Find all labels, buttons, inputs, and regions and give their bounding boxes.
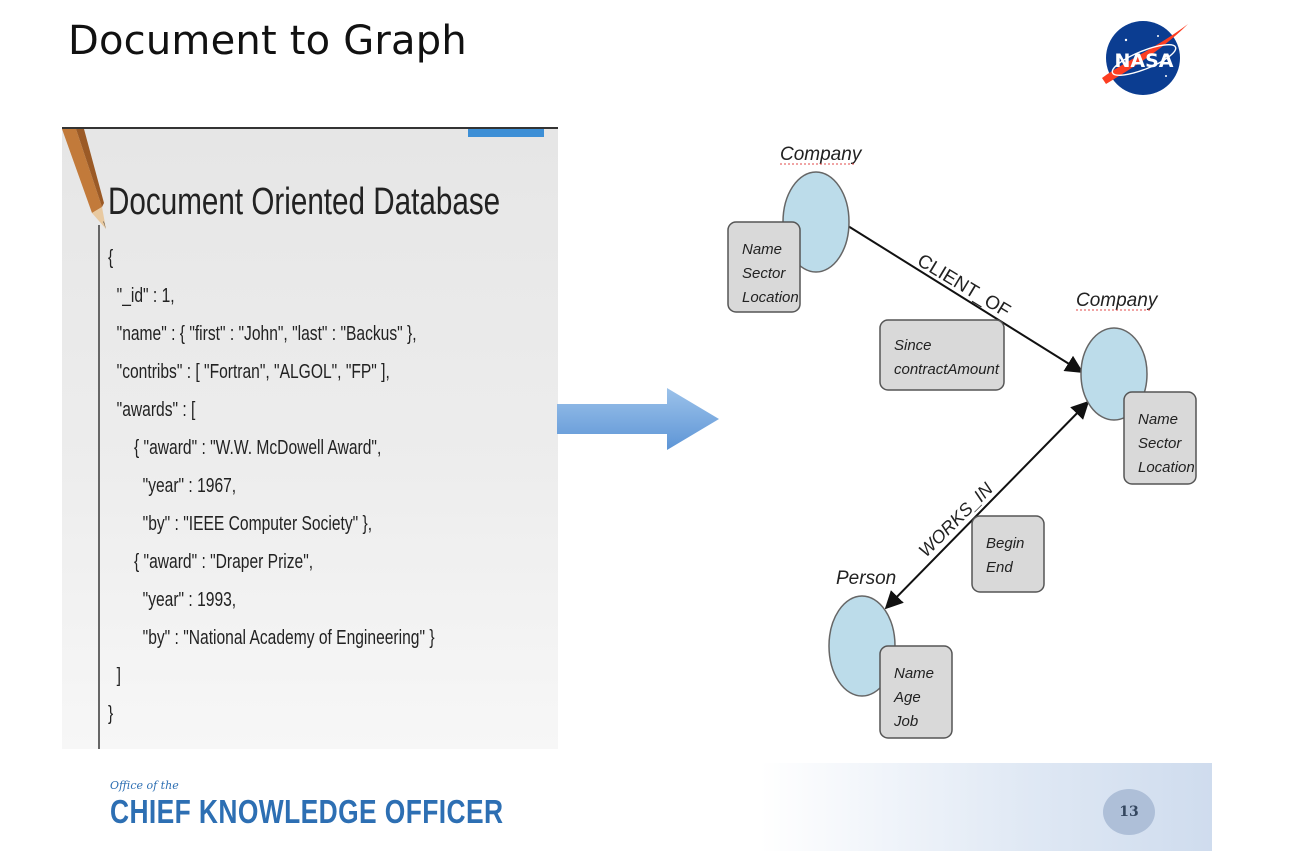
- property-text: Sector: [742, 265, 786, 282]
- property-text: Location: [742, 289, 799, 306]
- code-line: "by" : "IEEE Computer Society" },: [108, 513, 373, 535]
- footer-org-name: CHIEF KNOWLEDGE OFFICER: [110, 793, 504, 830]
- code-line: {: [108, 247, 114, 269]
- node-label-person: Person: [836, 568, 896, 589]
- code-line: "by" : "National Academy of Engineering"…: [108, 627, 435, 649]
- node-label-company-2: Company: [1076, 290, 1159, 311]
- code-line: { "award" : "Draper Prize",: [108, 551, 314, 573]
- code-line: "awards" : [: [108, 399, 196, 421]
- code-line: }: [108, 703, 114, 725]
- page-number-badge: 13: [1103, 789, 1155, 835]
- edge-works-in: [884, 400, 1090, 610]
- footer-org-small: Office of the: [110, 779, 179, 792]
- property-text: Job: [893, 713, 918, 730]
- properties-box-client-of: [879, 319, 1005, 391]
- property-text: Location: [1138, 459, 1195, 476]
- graph-diagram: CLIENT_OF WORKS_IN Company Name Sector L…: [727, 144, 1197, 739]
- properties-box-works-in: [971, 515, 1045, 593]
- nasa-logo-text: NASA: [1115, 50, 1174, 72]
- property-text: Name: [742, 241, 782, 258]
- property-text: Begin: [986, 535, 1024, 552]
- document-panel: Document Oriented Database { "_id" : 1, …: [62, 127, 558, 749]
- code-line: "year" : 1993,: [108, 589, 237, 611]
- pencil-icon: [62, 129, 106, 229]
- property-text: Name: [1138, 411, 1178, 428]
- property-text: End: [986, 559, 1013, 576]
- property-text: contractAmount: [894, 361, 1000, 378]
- node-label-company-1: Company: [780, 144, 863, 165]
- property-text: Name: [894, 665, 934, 682]
- code-line: "name" : { "first" : "John", "last" : "B…: [108, 323, 417, 345]
- nasa-logo: NASA: [1096, 14, 1192, 98]
- panel-accent-bar: [468, 129, 544, 137]
- property-text: Since: [894, 337, 932, 354]
- property-text: Sector: [1138, 435, 1182, 452]
- transform-arrow-icon: [557, 388, 719, 450]
- edge-client-of: [847, 225, 1084, 373]
- document-heading: Document Oriented Database: [108, 181, 501, 223]
- edge-label-client-of: CLIENT_OF: [913, 250, 1013, 322]
- code-line: ]: [108, 665, 122, 687]
- properties-box-company-1: [727, 221, 801, 313]
- code-line: "contribs" : [ "Fortran", "ALGOL", "FP" …: [108, 361, 390, 383]
- slide-title: Document to Graph: [68, 18, 467, 64]
- properties-box-person: [879, 645, 953, 739]
- code-line: "_id" : 1,: [108, 285, 175, 307]
- properties-box-company-2: [1123, 391, 1197, 485]
- panel-margin-rule: [98, 225, 100, 749]
- code-line: { "award" : "W.W. McDowell Award",: [108, 437, 382, 459]
- property-text: Age: [893, 689, 921, 706]
- code-line: "year" : 1967,: [108, 475, 237, 497]
